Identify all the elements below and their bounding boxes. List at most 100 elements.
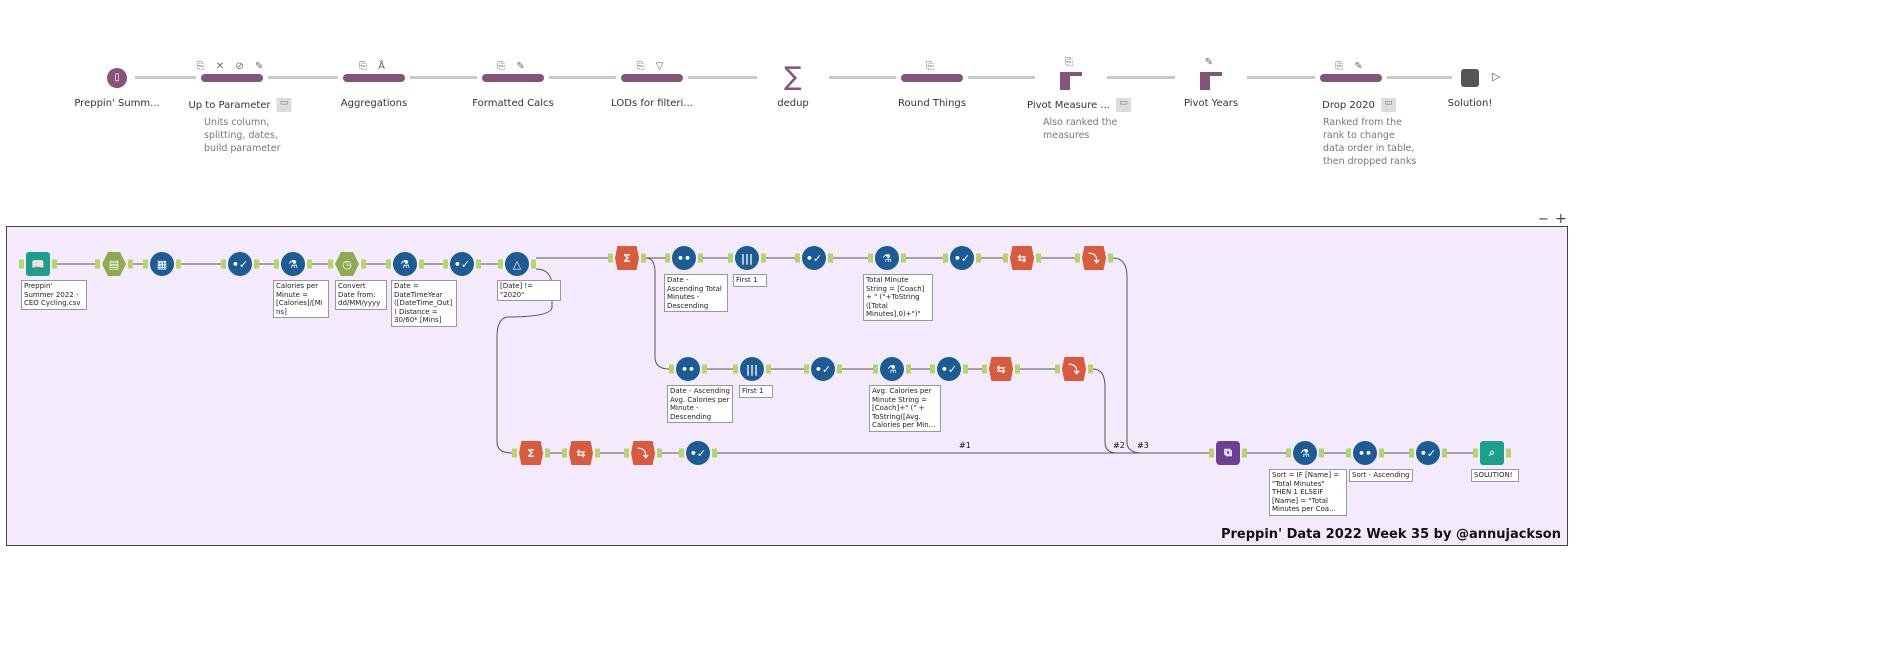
select-tool-icon[interactable]: •✓ — [686, 441, 710, 465]
transpose-tool-icon[interactable]: ⇆ — [989, 357, 1013, 381]
input-anchor[interactable] — [1075, 253, 1080, 263]
text-to-columns-tool-icon[interactable]: ▤ — [102, 252, 126, 276]
output-anchor[interactable] — [254, 259, 259, 269]
output-anchor[interactable] — [1108, 253, 1113, 263]
input-anchor[interactable] — [795, 253, 800, 263]
output-anchor[interactable] — [1036, 253, 1041, 263]
select-tool-icon[interactable]: •✓ — [228, 252, 252, 276]
formula-tool-icon[interactable]: ⚗ — [1293, 441, 1317, 465]
input-anchor[interactable] — [943, 253, 948, 263]
select-tool-icon[interactable]: •✓ — [1416, 441, 1440, 465]
step-label[interactable]: Drop 2020▭ — [1322, 98, 1396, 112]
input-anchor[interactable] — [562, 448, 567, 458]
step-label[interactable]: dedup — [777, 98, 809, 109]
formula-tool-icon[interactable]: ⚗ — [281, 252, 305, 276]
input-anchor[interactable] — [1286, 448, 1291, 458]
input-anchor[interactable] — [1003, 253, 1008, 263]
output-anchor[interactable] — [595, 448, 600, 458]
crosstab-tool-icon[interactable]: ⤵ — [1062, 357, 1086, 381]
run-flow-icon[interactable]: ▷ — [1492, 70, 1501, 83]
input-anchor[interactable] — [868, 253, 873, 263]
input-anchor[interactable] — [19, 259, 24, 269]
step-label[interactable]: Solution! — [1447, 98, 1493, 109]
step-label[interactable]: Aggregations — [340, 98, 408, 109]
formula-tool-icon[interactable]: ⚗ — [875, 246, 899, 270]
select-tool-icon[interactable]: •✓ — [450, 252, 474, 276]
output-anchor[interactable] — [641, 253, 646, 263]
output-anchor[interactable] — [702, 364, 707, 374]
output-anchor[interactable] — [1088, 364, 1093, 374]
output-anchor[interactable] — [712, 448, 717, 458]
filter-tool-icon[interactable]: △ — [505, 252, 529, 276]
pivot-step-icon[interactable] — [1200, 72, 1222, 90]
alteryx-canvas[interactable]: 📖Preppin' Summer 2022 - CEO Cycling.csv▤… — [6, 226, 1568, 546]
formula-tool-icon[interactable]: ⚗ — [880, 357, 904, 381]
sample-tool-icon[interactable]: ||| — [735, 246, 759, 270]
output-anchor[interactable] — [52, 259, 57, 269]
input-anchor[interactable] — [1055, 364, 1060, 374]
output-anchor[interactable] — [307, 259, 312, 269]
comment-icon[interactable]: ▭ — [276, 98, 292, 112]
transpose-tool-icon[interactable]: ⇆ — [1010, 246, 1034, 270]
input-anchor[interactable] — [669, 364, 674, 374]
multi-field-tool-icon[interactable]: ▦ — [150, 252, 174, 276]
datetime-tool-icon[interactable]: ◷ — [335, 252, 359, 276]
union-tool-icon[interactable]: ⧉ — [1216, 441, 1240, 465]
aggregate-step-icon[interactable]: ∑ — [784, 62, 802, 92]
step-label[interactable]: Pivot Measure ...▭ — [1027, 98, 1131, 112]
select-tool-icon[interactable]: •✓ — [802, 246, 826, 270]
clean-step-2[interactable] — [343, 74, 405, 82]
clean-step-3[interactable] — [482, 74, 544, 82]
input-anchor[interactable] — [873, 364, 878, 374]
input-anchor[interactable] — [804, 364, 809, 374]
input-anchor[interactable] — [733, 364, 738, 374]
output-anchor[interactable] — [1379, 448, 1384, 458]
input-step-icon[interactable]: ▯ — [107, 68, 127, 88]
output-anchor[interactable] — [657, 448, 662, 458]
input-anchor[interactable] — [143, 259, 148, 269]
sort-tool-icon[interactable]: •• — [1353, 441, 1377, 465]
clean-step-1[interactable] — [201, 74, 263, 82]
input-anchor[interactable] — [608, 253, 613, 263]
output-anchor[interactable] — [361, 259, 366, 269]
output-anchor[interactable] — [761, 253, 766, 263]
output-anchor[interactable] — [906, 364, 911, 374]
summarize-tool-icon[interactable]: Σ — [615, 246, 639, 270]
input-anchor[interactable] — [221, 259, 226, 269]
input-anchor[interactable] — [95, 259, 100, 269]
input-anchor[interactable] — [328, 259, 333, 269]
output-anchor[interactable] — [176, 259, 181, 269]
output-anchor[interactable] — [698, 253, 703, 263]
pivot-step-icon[interactable] — [1060, 72, 1082, 90]
input-anchor[interactable] — [512, 448, 517, 458]
output-anchor[interactable] — [901, 253, 906, 263]
clean-step-4[interactable] — [621, 74, 683, 82]
crosstab-tool-icon[interactable]: ⤵ — [631, 441, 655, 465]
formula-tool-icon[interactable]: ⚗ — [393, 252, 417, 276]
comment-icon[interactable]: ▭ — [1380, 98, 1396, 112]
browse-tool-icon[interactable]: ⌕ — [1480, 441, 1504, 465]
input-anchor[interactable] — [443, 259, 448, 269]
output-anchor[interactable] — [128, 259, 133, 269]
step-label[interactable]: Formatted Calcs — [472, 98, 554, 109]
output-anchor[interactable] — [1442, 448, 1447, 458]
output-anchor[interactable] — [766, 364, 771, 374]
input-anchor[interactable] — [982, 364, 987, 374]
zoom-out-button[interactable]: − — [1538, 212, 1549, 227]
step-label[interactable]: Round Things — [898, 98, 966, 109]
summarize-tool-icon[interactable]: Σ — [519, 441, 543, 465]
input-anchor[interactable] — [1409, 448, 1414, 458]
step-label[interactable]: Up to Parameter▭ — [188, 98, 292, 112]
step-label[interactable]: Pivot Years — [1183, 98, 1239, 109]
input-anchor[interactable] — [1209, 448, 1214, 458]
input-anchor[interactable] — [679, 448, 684, 458]
output-anchor[interactable] — [531, 259, 536, 269]
output-anchor[interactable] — [828, 253, 833, 263]
input-anchor[interactable] — [498, 259, 503, 269]
output-anchor[interactable] — [419, 259, 424, 269]
sample-tool-icon[interactable]: ||| — [740, 357, 764, 381]
transpose-tool-icon[interactable]: ⇆ — [569, 441, 593, 465]
select-tool-icon[interactable]: •✓ — [811, 357, 835, 381]
comment-icon[interactable]: ▭ — [1115, 98, 1131, 112]
input-anchor[interactable] — [274, 259, 279, 269]
